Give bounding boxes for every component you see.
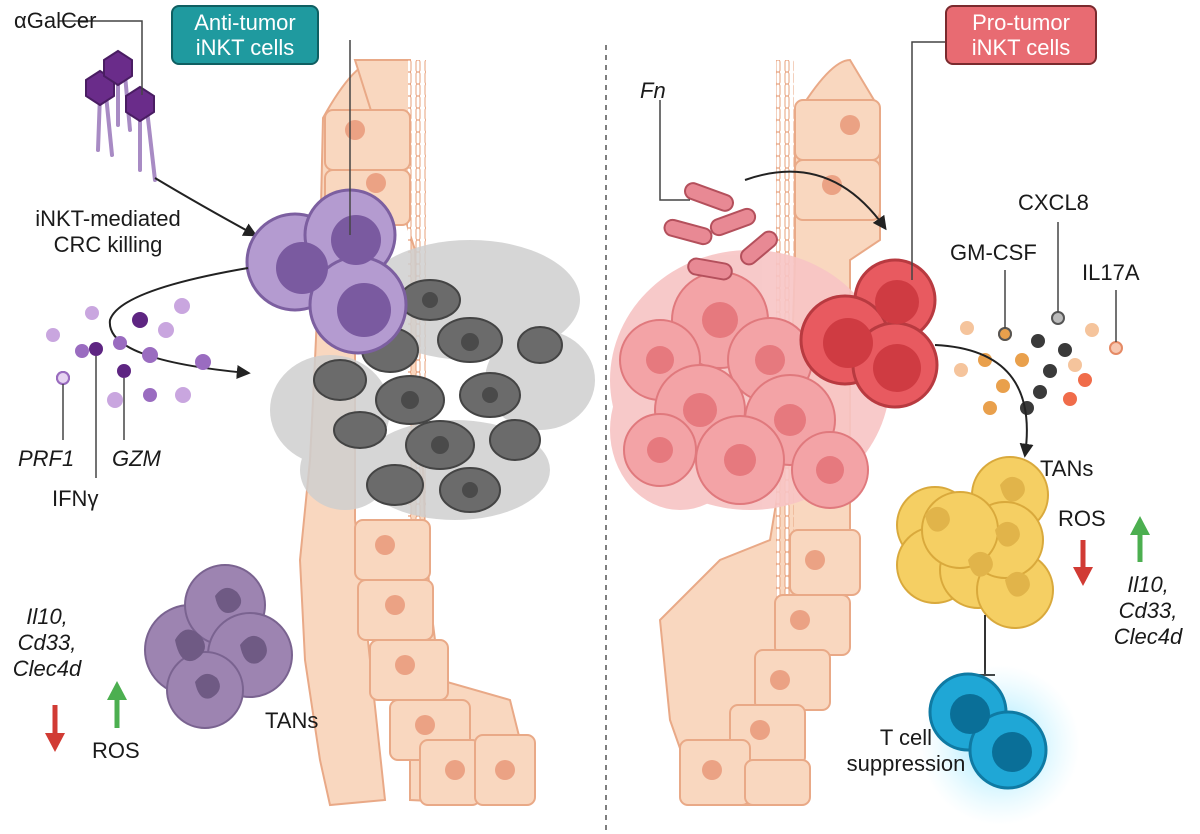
fn-label: Fn bbox=[640, 78, 666, 103]
right-tans-cluster bbox=[896, 456, 1054, 629]
left-gene-list: Il10, Cd33, Clec4d bbox=[4, 604, 90, 682]
inkt-killing-line2: CRC killing bbox=[53, 232, 163, 257]
t-cell-suppression-label: T cell suppression bbox=[826, 725, 986, 777]
left-tans-cluster bbox=[144, 564, 293, 729]
anti-tumor-badge-line1: Anti-tumor bbox=[194, 10, 296, 35]
pro-tumor-inkt-badge: Pro-tumor iNKT cells bbox=[945, 5, 1097, 65]
cytokine-particles bbox=[954, 222, 1123, 415]
inkt-killing-line1: iNKT-mediated bbox=[35, 206, 181, 231]
agalcer-arrow bbox=[154, 177, 258, 237]
t-cell-line1: T cell bbox=[879, 725, 933, 750]
left-gene-cd33: Cd33, bbox=[17, 630, 77, 655]
fn-bacteria bbox=[663, 182, 778, 281]
il17a-label: IL17A bbox=[1082, 260, 1140, 285]
cxcl8-label: CXCL8 bbox=[1018, 190, 1089, 215]
pro-tumor-inkt-cells bbox=[799, 41, 945, 409]
right-gene-cd33: Cd33, bbox=[1118, 598, 1178, 623]
agalcer-molecules bbox=[58, 20, 157, 182]
right-gene-list: Il10, Cd33, Clec4d bbox=[1098, 572, 1198, 650]
left-gene-il10: Il10, bbox=[26, 604, 68, 629]
right-tans-label: TANs bbox=[1040, 456, 1094, 481]
left-tans-label: TANs bbox=[265, 708, 319, 733]
anti-tumor-inkt-cells bbox=[245, 40, 408, 355]
prf1-label: PRF1 bbox=[18, 446, 75, 471]
killing-arrow bbox=[108, 267, 251, 379]
t-cells bbox=[920, 665, 1080, 825]
gzm-label: GZM bbox=[112, 446, 161, 471]
left-ros-up-arrow bbox=[107, 681, 127, 728]
t-cell-line2: suppression bbox=[846, 751, 966, 776]
anti-tumor-badge-line2: iNKT cells bbox=[195, 35, 295, 60]
left-gene-clec4d: Clec4d bbox=[12, 656, 82, 681]
pro-tumor-badge-line2: iNKT cells bbox=[971, 35, 1071, 60]
right-gene-clec4d: Clec4d bbox=[1113, 624, 1183, 649]
agalcer-label: αGalCer bbox=[14, 8, 97, 33]
right-gene-up-arrow bbox=[1130, 516, 1150, 562]
ifng-label: IFNγ bbox=[52, 486, 99, 511]
pro-tumor-badge-line1: Pro-tumor bbox=[972, 10, 1070, 35]
left-ros-label: ROS bbox=[92, 738, 140, 763]
gmcsf-label: GM-CSF bbox=[950, 240, 1037, 265]
right-ros-down-arrow bbox=[1073, 540, 1093, 586]
fn-arrow bbox=[744, 170, 887, 231]
fn-leader bbox=[659, 100, 690, 201]
effector-granules bbox=[46, 298, 211, 478]
right-gene-il10: Il10, bbox=[1127, 572, 1169, 597]
inkt-killing-label: iNKT-mediated CRC killing bbox=[8, 206, 208, 258]
right-ros-label: ROS bbox=[1058, 506, 1106, 531]
anti-tumor-inkt-badge: Anti-tumor iNKT cells bbox=[171, 5, 319, 65]
left-tumor-mass bbox=[270, 240, 595, 520]
tans-recruitment-arrow bbox=[934, 344, 1034, 458]
left-gene-down-arrow bbox=[45, 705, 65, 752]
